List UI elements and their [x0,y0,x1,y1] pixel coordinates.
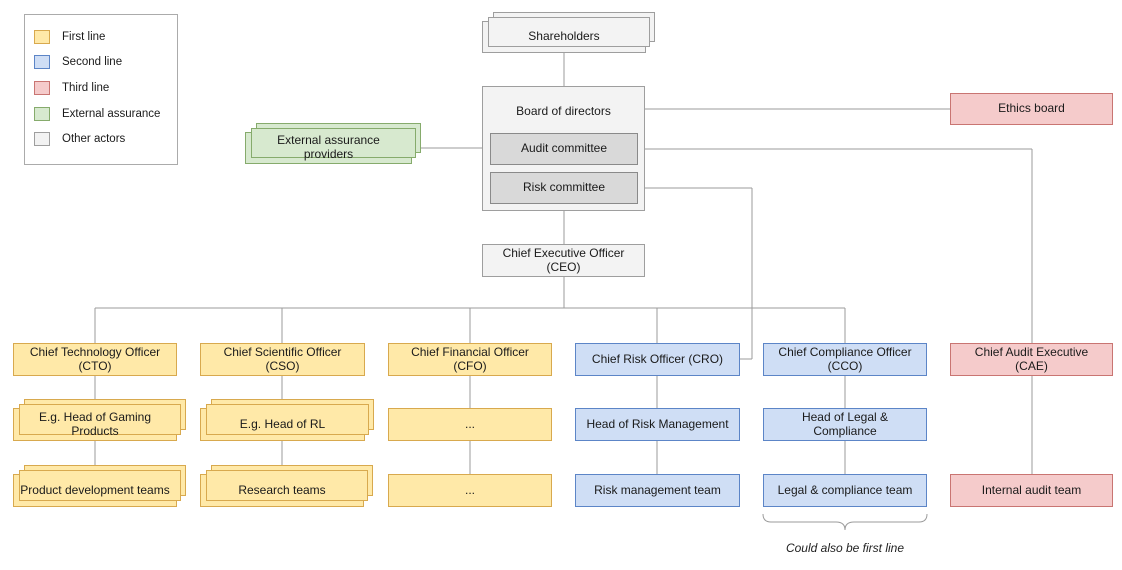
node-cfo[interactable]: Chief Financial Officer (CFO) [388,343,552,376]
node-cfo-mid-placeholder[interactable]: ... [388,408,552,441]
legend-label: Other actors [62,133,126,146]
node-cfo-bottom-placeholder[interactable]: ... [388,474,552,507]
other-actors-swatch-icon [34,132,50,147]
node-head-gaming-products[interactable]: E.g. Head of Gaming Products [13,408,177,441]
legend-label: Second line [62,56,123,69]
legend: First line Second line Third line Extern… [24,14,178,165]
legend-label: First line [62,30,106,43]
legend-item: External assurance [34,101,177,127]
node-product-development-teams[interactable]: Product development teams [13,474,177,507]
underbrace [762,513,928,531]
node-cco[interactable]: Chief Compliance Officer (CCO) [763,343,927,376]
node-internal-audit-team[interactable]: Internal audit team [950,474,1113,507]
brace-annotation: Could also be first line [785,541,905,555]
legend-label: External assurance [62,107,161,120]
node-head-risk-management[interactable]: Head of Risk Management [575,408,740,441]
external-assurance-swatch-icon [34,106,50,121]
third-line-swatch-icon [34,80,50,95]
node-head-of-rl[interactable]: E.g. Head of RL [200,408,365,441]
node-risk-committee[interactable]: Risk committee [490,172,638,204]
node-cto[interactable]: Chief Technology Officer (CTO) [13,343,177,376]
legend-item: Third line [34,75,177,101]
legend-item: Other actors [34,126,177,152]
node-ethics-board[interactable]: Ethics board [950,93,1113,125]
board-title: Board of directors [516,103,611,118]
node-cro[interactable]: Chief Risk Officer (CRO) [575,343,740,376]
node-legal-compliance-team[interactable]: Legal & compliance team [763,474,927,507]
node-external-assurance-providers[interactable]: External assurance providers [245,132,412,164]
legend-item: Second line [34,50,177,76]
legend-item: First line [34,24,177,50]
node-audit-committee[interactable]: Audit committee [490,133,638,165]
second-line-swatch-icon [34,55,50,70]
node-risk-management-team[interactable]: Risk management team [575,474,740,507]
node-shareholders[interactable]: Shareholders [482,21,646,53]
legend-label: Third line [62,81,110,94]
node-research-teams[interactable]: Research teams [200,474,364,507]
node-cso[interactable]: Chief Scientific Officer (CSO) [200,343,365,376]
node-ceo[interactable]: Chief Executive Officer (CEO) [482,244,645,277]
node-cae[interactable]: Chief Audit Executive (CAE) [950,343,1113,376]
node-head-legal-compliance[interactable]: Head of Legal & Compliance [763,408,927,441]
first-line-swatch-icon [34,29,50,44]
